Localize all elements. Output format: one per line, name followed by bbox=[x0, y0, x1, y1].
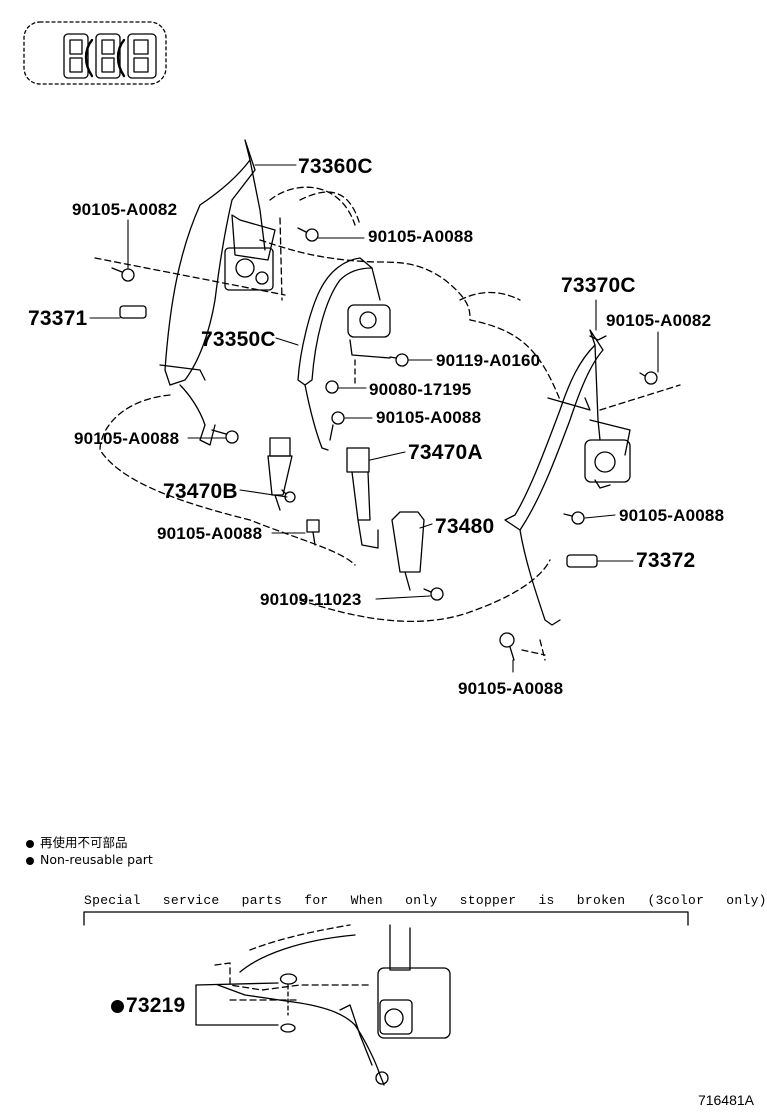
label-73372: 73372 bbox=[636, 549, 696, 572]
label-90105-A0082-right: 90105-A0082 bbox=[606, 311, 712, 330]
label-90105-A0088-top: 90105-A0088 bbox=[368, 227, 474, 246]
legend-english: Non-reusable part bbox=[26, 852, 153, 867]
legend-jp-text: 再使用不可部品 bbox=[40, 835, 128, 850]
non-reusable-marker bbox=[111, 1000, 124, 1013]
center-belt-assembly bbox=[297, 257, 391, 451]
label-90105-A0088-right: 90105-A0088 bbox=[619, 506, 725, 525]
buckle-73470A bbox=[346, 447, 379, 549]
seat-outline bbox=[99, 186, 561, 623]
vehicle-seat-icon bbox=[23, 21, 167, 85]
legend-dot-icon bbox=[26, 839, 34, 848]
legend-en-text: Non-reusable part bbox=[40, 852, 153, 867]
right-belt-assembly bbox=[504, 329, 681, 661]
label-90105-A0088-bottom: 90105-A0088 bbox=[458, 679, 564, 698]
label-90119-A0160: 90119-A0160 bbox=[436, 351, 541, 370]
label-73480: 73480 bbox=[435, 515, 495, 538]
leader-lines bbox=[89, 164, 659, 673]
label-90105-A0082-left: 90105-A0082 bbox=[72, 200, 178, 219]
label-73370C: 73370C bbox=[561, 274, 636, 297]
label-90080-17195: 90080-17195 bbox=[369, 380, 472, 399]
buckle-73470B bbox=[267, 437, 293, 511]
label-90105-A0088-mid: 90105-A0088 bbox=[376, 408, 482, 427]
special-service-bracket bbox=[83, 911, 689, 926]
illustration-code: 716481A bbox=[697, 1092, 754, 1108]
stopper-detail bbox=[195, 924, 451, 1086]
label-73371: 73371 bbox=[28, 307, 88, 330]
label-73219: 73219 bbox=[111, 995, 185, 1016]
label-73470A: 73470A bbox=[408, 441, 483, 464]
label-73470B: 73470B bbox=[163, 480, 238, 503]
label-73350C: 73350C bbox=[201, 328, 276, 351]
left-belt-assembly bbox=[94, 139, 286, 446]
legend-dot-icon bbox=[26, 856, 34, 865]
label-90105-A0088-left-low: 90105-A0088 bbox=[74, 429, 180, 448]
bolt-icons bbox=[111, 227, 658, 661]
special-service-note: Special service parts for When only stop… bbox=[84, 893, 767, 908]
label-73219-text: 73219 bbox=[126, 994, 186, 1017]
label-73360C: 73360C bbox=[298, 155, 373, 178]
label-90109-11023: 90109-11023 bbox=[260, 590, 362, 609]
label-90105-A0088-center: 90105-A0088 bbox=[157, 524, 263, 543]
buckle-73480 bbox=[391, 511, 425, 591]
legend-japanese: 再使用不可部品 bbox=[26, 835, 128, 850]
